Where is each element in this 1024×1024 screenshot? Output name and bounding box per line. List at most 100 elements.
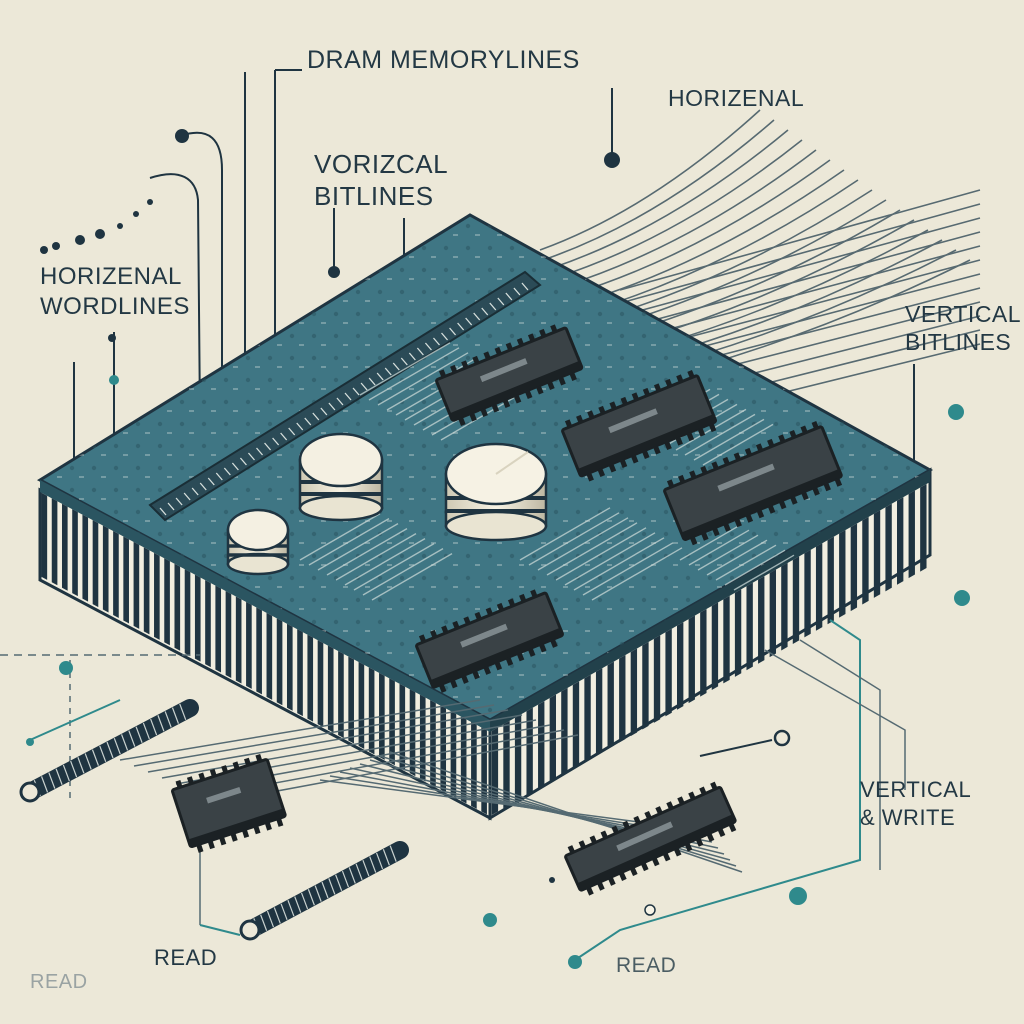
trace	[573, 537, 665, 591]
circuit-line	[133, 704, 495, 767]
pin	[630, 648, 638, 737]
pin	[41, 492, 48, 580]
trace	[591, 547, 683, 601]
capacitors	[226, 432, 548, 576]
pin	[491, 727, 499, 816]
chip-side	[681, 468, 842, 541]
rail-tick	[344, 392, 352, 401]
trace	[353, 542, 435, 591]
pin	[781, 562, 788, 651]
pin	[700, 608, 707, 697]
strip-tick	[179, 703, 187, 721]
trace	[693, 418, 765, 461]
pin	[769, 569, 776, 658]
circuit-line	[389, 751, 743, 873]
pin	[850, 523, 858, 612]
chip-marking	[460, 623, 508, 648]
lower-chips	[171, 753, 737, 896]
strip-tick	[300, 892, 309, 910]
rail-tick	[207, 477, 215, 486]
strip-tick	[99, 745, 107, 763]
strip-tick	[70, 760, 78, 778]
pin	[92, 520, 99, 608]
rail-tick	[231, 462, 239, 471]
strip-tick	[287, 899, 295, 917]
trace	[679, 524, 741, 561]
strip-tick	[106, 741, 114, 759]
rail-tick	[497, 297, 505, 306]
pin	[920, 483, 927, 572]
pin	[619, 655, 626, 743]
trace	[733, 554, 795, 591]
pin	[839, 530, 846, 618]
strip-tick	[273, 907, 281, 924]
pin	[471, 721, 477, 809]
pin	[503, 720, 510, 809]
pin	[82, 514, 89, 602]
strip-tick	[382, 849, 390, 866]
chip-body	[663, 425, 843, 541]
fan-line	[635, 245, 981, 339]
label-dram-memorylines: DRAM MEMORYLINES	[307, 46, 580, 74]
label-read-left: READ	[154, 945, 218, 970]
capacitor	[444, 442, 548, 542]
strip-tick	[341, 870, 350, 888]
circuit-line	[147, 709, 509, 773]
trace	[362, 547, 444, 596]
pin	[399, 683, 406, 771]
strip-tick	[266, 910, 275, 928]
rail-tick	[159, 507, 167, 516]
memory-chip	[435, 324, 584, 426]
rail-tick	[215, 472, 223, 481]
strip-tick	[84, 753, 92, 770]
trace	[368, 347, 460, 401]
strip-tick	[280, 903, 288, 921]
strip-tick	[128, 730, 136, 747]
pin	[154, 552, 160, 640]
strip-tick	[55, 768, 63, 785]
rail-tick	[384, 367, 392, 376]
rail-tick	[175, 497, 183, 506]
trace	[706, 539, 768, 576]
pin	[873, 510, 881, 598]
rail-tick	[328, 402, 336, 411]
pin	[538, 701, 545, 789]
strip-tick	[335, 874, 343, 891]
trace	[335, 532, 417, 581]
rail-tick	[296, 422, 304, 431]
rail-tick	[280, 432, 288, 441]
pin	[450, 711, 457, 798]
pin	[235, 596, 242, 684]
fan-line	[539, 109, 761, 251]
fan-line	[569, 159, 831, 296]
strip-tick	[120, 734, 129, 751]
strip-tick	[260, 914, 268, 931]
fan-line	[545, 119, 775, 260]
trace	[582, 542, 674, 596]
rail-tick	[272, 437, 280, 446]
pin	[734, 589, 742, 677]
rail-tick	[199, 482, 207, 491]
pin	[317, 640, 324, 728]
strip-tick	[375, 852, 384, 870]
strip-tick	[113, 737, 121, 755]
fan-line	[639, 259, 981, 351]
strip-tick	[369, 856, 377, 873]
rail-tick	[521, 282, 529, 291]
strip-tick	[362, 859, 370, 877]
pins-front-right	[491, 483, 927, 816]
fan-line	[619, 189, 981, 291]
rail-tick	[376, 372, 384, 381]
trace	[344, 537, 426, 586]
fan-line	[557, 139, 803, 278]
pin	[348, 656, 354, 744]
trace	[371, 552, 453, 601]
rail-tick	[304, 417, 312, 426]
strip-tick	[164, 711, 172, 728]
strip-tick	[348, 867, 356, 884]
pin	[102, 525, 109, 613]
trace	[697, 534, 759, 571]
strip-tick	[142, 722, 150, 740]
pin	[723, 595, 730, 684]
rail-tick	[247, 452, 255, 461]
